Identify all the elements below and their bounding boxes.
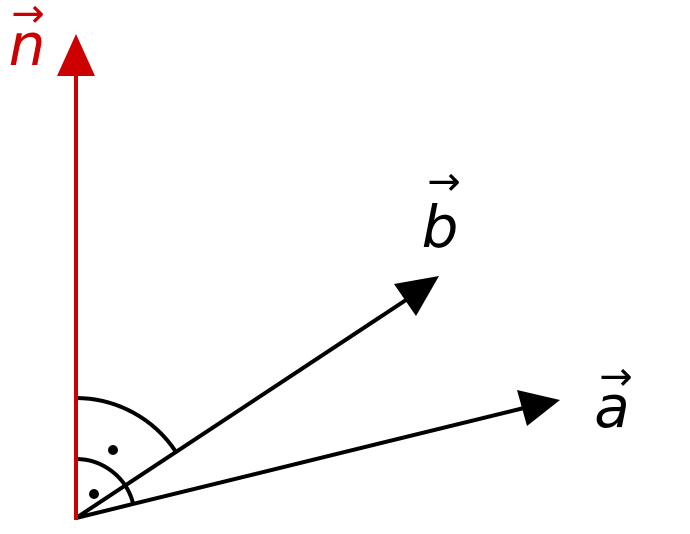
label-n-arrow: → bbox=[11, 0, 45, 37]
label-n: → n bbox=[9, 0, 46, 79]
right-angle-dot-n-a bbox=[89, 489, 99, 499]
label-b-arrow: → bbox=[427, 159, 461, 205]
vector-b-shaft bbox=[74, 294, 414, 520]
label-n-letter: n bbox=[9, 11, 46, 79]
right-angle-arc-n-a bbox=[75, 457, 135, 504]
right-angle-arc-n-b bbox=[75, 396, 178, 454]
label-b-letter: b bbox=[422, 193, 459, 261]
vector-n-arrowhead bbox=[57, 34, 95, 76]
vector-a-shaft bbox=[75, 405, 529, 520]
right-angle-dot-n-b bbox=[108, 445, 118, 455]
label-a-letter: a bbox=[594, 373, 630, 441]
label-a-arrow: → bbox=[599, 354, 633, 400]
vector-b-arrowhead bbox=[394, 276, 439, 316]
label-a: → a bbox=[594, 354, 633, 441]
vector-a-arrowhead bbox=[517, 390, 560, 426]
label-b: → b bbox=[422, 159, 461, 261]
